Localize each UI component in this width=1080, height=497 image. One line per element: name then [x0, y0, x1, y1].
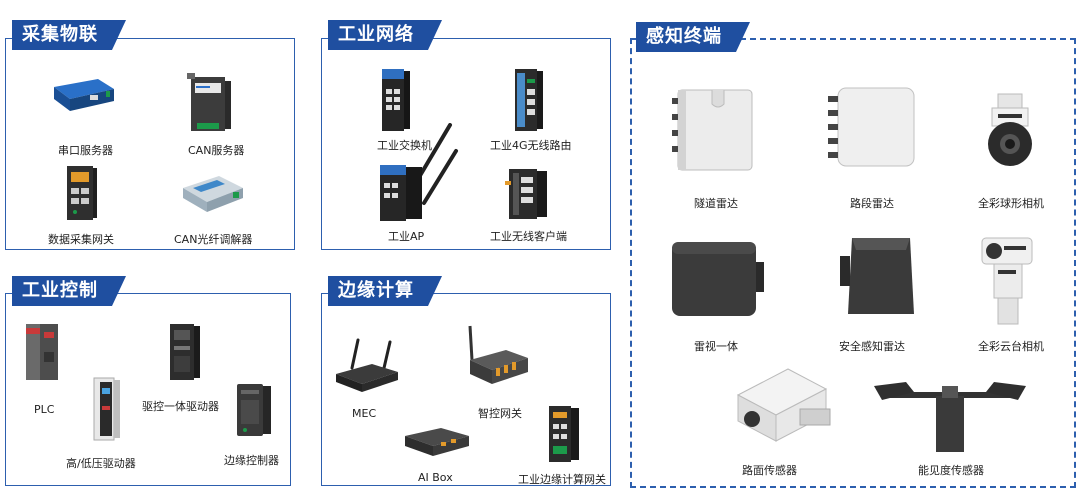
- ptz-camera-icon: [981, 237, 1033, 325]
- label-can-server: CAN服务器: [188, 144, 245, 157]
- device-ai-box[interactable]: [400, 424, 474, 458]
- edge-gateway-icon: [549, 406, 579, 462]
- label-4g-router: 工业4G无线路由: [490, 139, 572, 152]
- device-plc[interactable]: [20, 322, 64, 382]
- radar-video-icon: [672, 242, 764, 316]
- visibility-sensor-icon: [874, 382, 1026, 452]
- road-sensor-icon: [736, 368, 831, 442]
- safety-radar-icon: [840, 238, 914, 314]
- label-ai-box: AI Box: [418, 471, 453, 484]
- ai-box-icon: [405, 428, 469, 456]
- device-can-fiber-modem[interactable]: [178, 174, 248, 214]
- industrial-ap-icon: [380, 123, 458, 221]
- device-road-sensor[interactable]: [718, 365, 838, 449]
- device-edge-controller[interactable]: [232, 380, 274, 438]
- device-edge-gateway[interactable]: [544, 404, 584, 464]
- panel-title-control: 工业控制: [12, 276, 126, 306]
- device-mec[interactable]: [332, 338, 402, 394]
- data-gateway-icon: [67, 166, 97, 220]
- device-tunnel-radar[interactable]: [672, 84, 756, 174]
- device-wireless-client[interactable]: [504, 165, 552, 221]
- panel-edge: 边缘计算 MEC 智控网关 AI Box: [321, 276, 611, 486]
- label-safety-radar: 安全感知雷达: [839, 340, 905, 353]
- label-hv-lv-drive: 高/低压驱动器: [66, 457, 136, 470]
- device-industrial-switch[interactable]: [377, 67, 413, 133]
- device-data-gateway[interactable]: [64, 164, 100, 222]
- label-industrial-switch: 工业交换机: [377, 139, 432, 152]
- 4g-router-icon: [515, 69, 543, 131]
- label-mec: MEC: [352, 407, 377, 420]
- dome-camera-icon: [988, 93, 1032, 166]
- device-smart-gateway[interactable]: [462, 324, 532, 388]
- panel-perception: 感知终端 隧道雷达 路段雷达 全彩球形相机: [630, 22, 1076, 488]
- label-visibility-sensor: 能见度传感器: [918, 464, 984, 477]
- label-ptz-camera: 全彩云台相机: [978, 340, 1044, 353]
- device-servo-drive[interactable]: [164, 322, 204, 382]
- panel-title-perception: 感知终端: [636, 22, 750, 52]
- label-smart-gateway: 智控网关: [478, 407, 522, 420]
- tunnel-radar-icon: [672, 89, 753, 171]
- panel-title-network: 工业网络: [328, 20, 442, 50]
- label-industrial-ap: 工业AP: [388, 230, 425, 243]
- hv-lv-drive-icon: [93, 377, 120, 441]
- edge-controller-icon: [237, 384, 271, 436]
- label-wireless-client: 工业无线客户端: [490, 230, 567, 243]
- label-edge-controller: 边缘控制器: [224, 454, 279, 467]
- device-road-radar[interactable]: [828, 84, 918, 170]
- mec-icon: [336, 338, 398, 392]
- industrial-switch-icon: [382, 69, 410, 131]
- device-hv-lv-drive[interactable]: [88, 376, 124, 442]
- device-can-server[interactable]: [186, 71, 236, 135]
- device-ptz-camera[interactable]: [976, 234, 1040, 328]
- panel-title-edge: 边缘计算: [328, 276, 442, 306]
- servo-drive-icon: [170, 324, 200, 380]
- panel-title-acquisition: 采集物联: [12, 20, 126, 50]
- label-servo-drive: 驱控一体驱动器: [142, 400, 219, 413]
- device-4g-router[interactable]: [510, 67, 546, 133]
- label-serial-server: 串口服务器: [58, 144, 113, 157]
- panel-acquisition: 采集物联 串口服务器 CAN服务器: [5, 20, 295, 250]
- can-server-icon: [187, 73, 231, 131]
- label-data-gateway: 数据采集网关: [48, 233, 114, 246]
- device-safety-radar[interactable]: [840, 236, 920, 318]
- smart-gateway-icon: [468, 325, 528, 384]
- device-visibility-sensor[interactable]: [870, 380, 1030, 454]
- label-can-fiber-modem: CAN光纤调解器: [174, 233, 253, 246]
- label-road-radar: 路段雷达: [850, 197, 894, 210]
- label-radar-video: 雷视一体: [694, 340, 738, 353]
- plc-icon: [26, 324, 58, 380]
- panel-control: 工业控制 PLC 驱控一体驱动器 高/低压驱动器: [5, 276, 291, 486]
- label-tunnel-radar: 隧道雷达: [694, 197, 738, 210]
- label-road-sensor: 路面传感器: [742, 464, 797, 477]
- wireless-client-icon: [505, 169, 547, 219]
- label-edge-gateway: 工业边缘计算网关: [518, 473, 606, 486]
- device-serial-server[interactable]: [48, 77, 118, 115]
- label-dome-camera: 全彩球形相机: [978, 197, 1044, 210]
- serial-server-icon: [54, 79, 114, 111]
- panel-network: 工业网络 工业交换机 工业4G无线路由: [321, 20, 611, 250]
- road-radar-icon: [828, 87, 915, 167]
- device-radar-video[interactable]: [668, 236, 766, 320]
- device-dome-camera[interactable]: [980, 92, 1040, 168]
- label-plc: PLC: [34, 403, 55, 416]
- can-fiber-modem-icon: [183, 176, 243, 212]
- device-industrial-ap[interactable]: [374, 123, 464, 223]
